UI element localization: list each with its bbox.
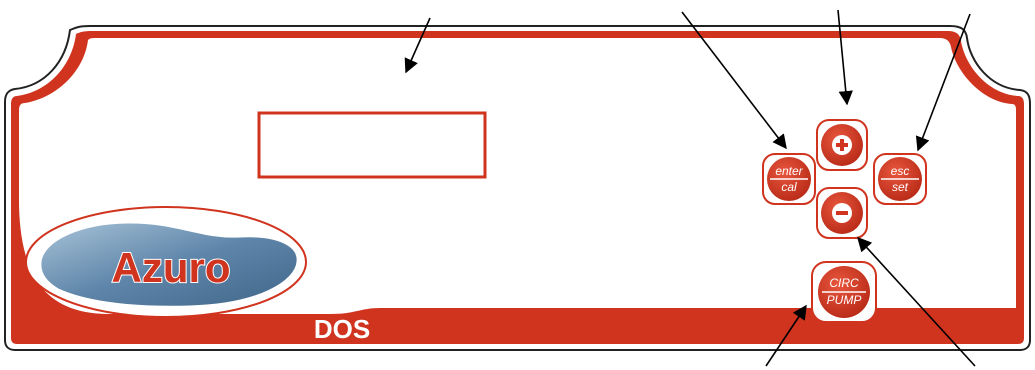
- set-label: set: [892, 180, 909, 194]
- esc-set-button[interactable]: esc set: [874, 154, 926, 204]
- enter-cal-button[interactable]: enter cal: [763, 154, 815, 204]
- lcd-display: [259, 113, 485, 177]
- logo-text: Azuro: [112, 244, 231, 291]
- model-label: DOS: [314, 314, 370, 344]
- azuro-logo: Azuro: [26, 207, 306, 317]
- down-minus-button[interactable]: [817, 188, 867, 238]
- up-plus-button[interactable]: [817, 120, 867, 170]
- pump-label: PUMP: [827, 293, 862, 307]
- enter-label: enter: [775, 164, 803, 178]
- circ-pump-button[interactable]: CIRC PUMP: [812, 262, 876, 322]
- esc-label: esc: [891, 164, 910, 178]
- cal-label: cal: [781, 180, 797, 194]
- plus-icon: [832, 135, 852, 155]
- circ-label: CIRC: [829, 276, 859, 290]
- minus-icon: [832, 203, 852, 223]
